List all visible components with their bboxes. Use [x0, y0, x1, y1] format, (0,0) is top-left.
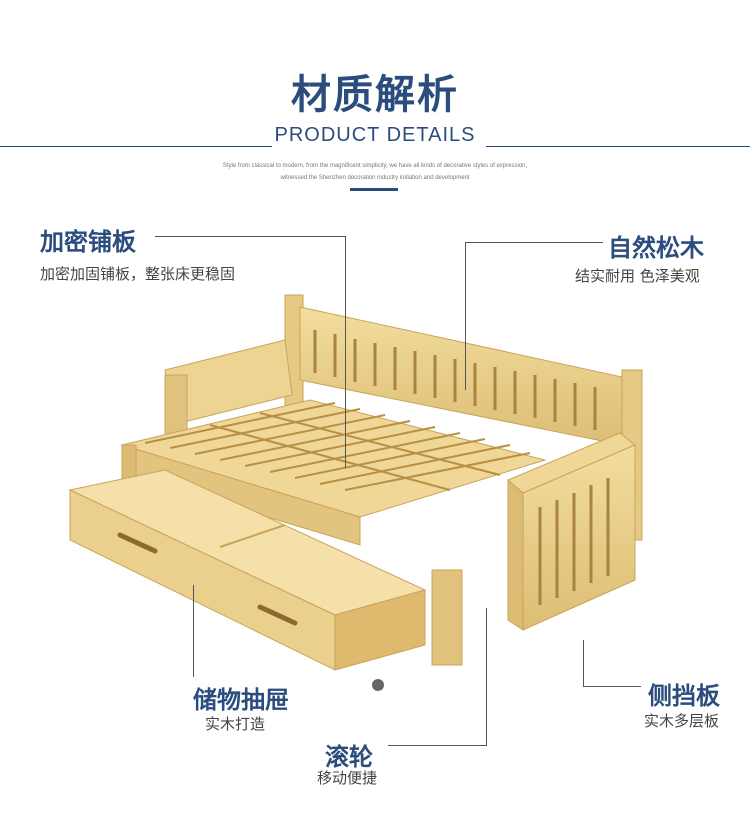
feature-board-title: 加密铺板 [40, 228, 136, 256]
drawer-handle-left [117, 532, 158, 554]
bed-leg-front [431, 569, 463, 666]
drawer-handle-right [257, 604, 298, 626]
sofa-bed-illustration [68, 294, 643, 691]
description-line-2: witnessed the Shenzhen decoration indust… [280, 175, 470, 181]
wheel [372, 679, 384, 691]
feature-side-leader-h [583, 686, 641, 687]
feature-side-leader-v [583, 640, 584, 686]
feature-drawer-leader [193, 585, 194, 677]
drawer-side [334, 589, 426, 671]
feature-board-leader-h [155, 236, 345, 237]
feature-wood-subtitle: 结实耐用 色泽美观 [575, 267, 700, 285]
drawer-divider [219, 524, 286, 548]
page-title: 材质解析 [291, 72, 459, 118]
feature-board-subtitle: 加密加固铺板，整张床更稳固 [40, 265, 236, 283]
feature-wheel-title: 滚轮 [325, 743, 373, 771]
side-panel-slots [538, 478, 610, 605]
accent-bar [350, 188, 398, 191]
feature-wood-leader-h [465, 242, 603, 243]
title-rule-left [0, 146, 272, 147]
side-panel-edge [507, 478, 524, 631]
feature-side-subtitle: 实木多层板 [644, 712, 720, 730]
feature-wheel-subtitle: 移动便捷 [317, 769, 378, 787]
feature-board-leader-v [345, 236, 346, 468]
page-subtitle: PRODUCT DETAILS [274, 124, 476, 146]
backrest-slots [313, 330, 597, 430]
feature-drawer-subtitle: 实木打造 [205, 715, 266, 733]
feature-side-title: 侧挡板 [648, 682, 720, 710]
feature-wheel-leader-h [388, 745, 486, 746]
feature-drawer-title: 储物抽屉 [193, 686, 289, 714]
feature-wheel-leader-v [486, 608, 487, 746]
bed-slats [144, 402, 531, 491]
feature-wood-title: 自然松木 [608, 234, 704, 262]
description-line-1: Style from classical to modern, from the… [222, 163, 528, 169]
title-rule-right [486, 146, 750, 147]
feature-wood-leader-v [465, 242, 466, 390]
